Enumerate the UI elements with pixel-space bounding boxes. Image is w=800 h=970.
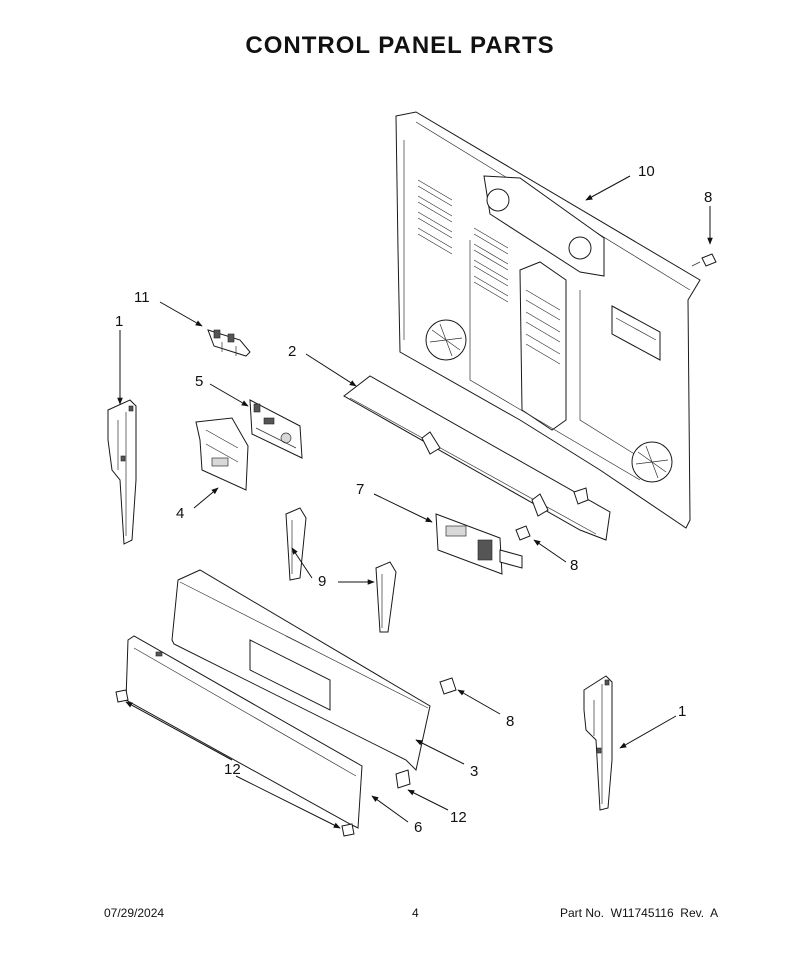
part-8-screw-lower [439, 677, 457, 695]
footer-part-number: Part No. W11745116 Rev. A [560, 906, 719, 920]
callout-3: 3 [470, 763, 478, 780]
callout-9: 9 [318, 573, 326, 590]
part-10-rear-panel [395, 111, 701, 529]
callout-8-middle: 8 [570, 557, 578, 574]
part-1-left-bracket [107, 399, 137, 545]
callout-1-right: 1 [678, 703, 686, 720]
callout-6: 6 [414, 819, 422, 836]
part-5-control-board [249, 399, 303, 459]
fan-right-icon [631, 441, 673, 483]
page-title: CONTROL PANEL PARTS [245, 32, 555, 59]
part-9-bracket-a [285, 507, 307, 581]
footer-date: 07/29/2024 [104, 906, 165, 920]
part-1-right-bracket [583, 675, 613, 811]
callout-8-lower: 8 [506, 713, 514, 730]
part-12-clip-right [341, 823, 355, 837]
callout-2: 2 [288, 343, 296, 360]
callout-labels: 10 8 11 1 2 5 4 7 8 9 8 1 12 3 12 6 [115, 163, 712, 836]
callout-10: 10 [638, 163, 655, 180]
callout-12-right: 12 [450, 809, 467, 826]
callout-leaders [117, 175, 713, 829]
callout-1-left: 1 [115, 313, 123, 330]
part-12-clip-left [115, 689, 129, 703]
callout-7: 7 [356, 481, 364, 498]
part-11-connector [207, 329, 251, 357]
part-9-bracket-b [375, 561, 397, 633]
part-7-ui-board [435, 513, 523, 575]
part-3-console-panel [171, 569, 431, 772]
callout-12-left: 12 [224, 761, 241, 778]
callout-5: 5 [195, 373, 203, 390]
part-8-screw-top [691, 253, 717, 267]
part-8-screw-middle [515, 525, 531, 541]
footer-page-number: 4 [412, 906, 419, 920]
callout-4: 4 [176, 505, 184, 522]
callout-11: 11 [134, 289, 150, 306]
part-4-board-bracket [195, 417, 249, 491]
callout-8-top: 8 [704, 189, 712, 206]
part-12-clip-mid [395, 769, 411, 789]
fan-left-icon [425, 319, 467, 361]
part-2-rail [343, 375, 611, 541]
